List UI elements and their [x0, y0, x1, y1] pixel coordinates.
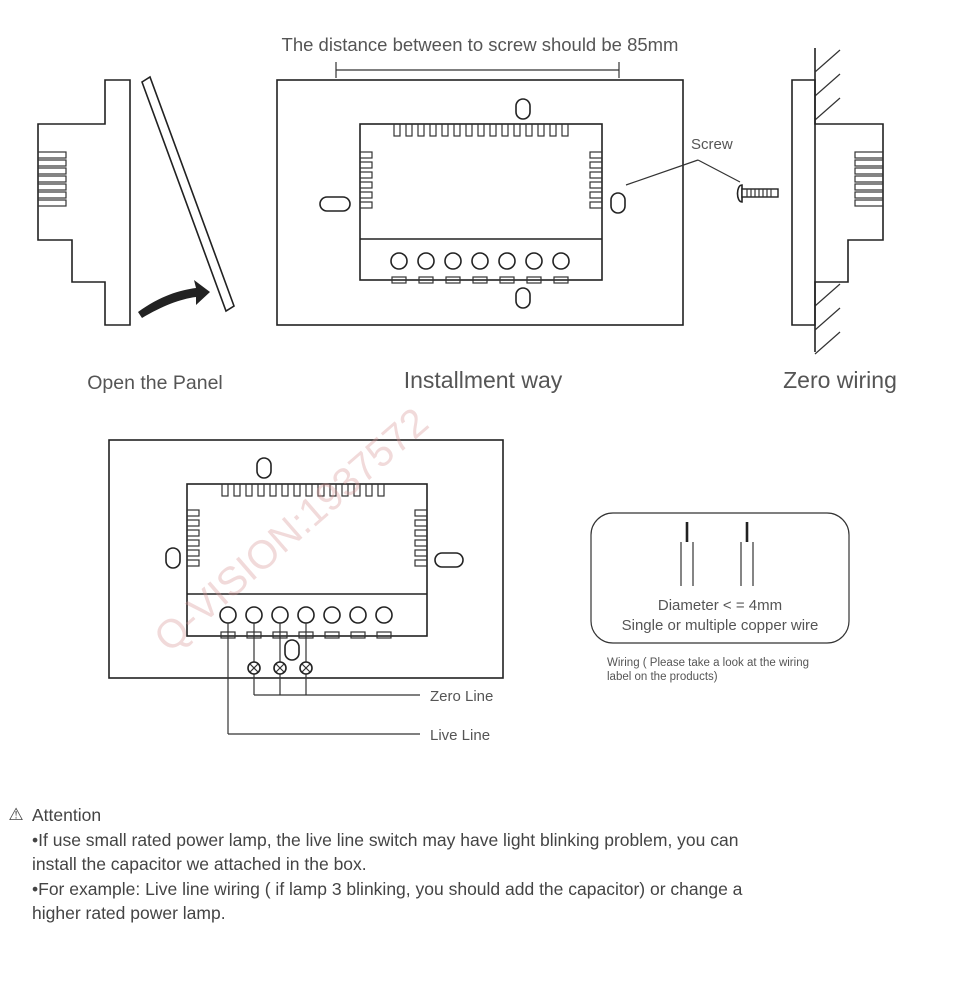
- caption-open-panel: Open the Panel: [87, 372, 223, 394]
- screw-icon: [736, 184, 779, 203]
- wiring-right-pins: [414, 509, 428, 567]
- wall-hatching: [814, 49, 841, 355]
- warning-triangle-icon: ⚠: [8, 805, 24, 824]
- attention-title: Attention: [32, 805, 102, 825]
- wiring-note-line2: label on the products): [607, 671, 718, 683]
- open-panel-figure: [37, 75, 235, 326]
- left-pins: [359, 151, 373, 209]
- zero-wiring-figure: [791, 48, 884, 355]
- wire-lines: [227, 623, 420, 735]
- wire-icon-right: [740, 522, 754, 586]
- wiring-screw-holes: [165, 457, 464, 661]
- caption-zero-wiring: Zero wiring: [783, 367, 897, 393]
- wire-spec-box: [590, 512, 850, 644]
- attention-line-4: higher rated power lamp.: [32, 903, 226, 923]
- attention-line-3: •For example: Live line wiring ( if lamp…: [32, 878, 743, 899]
- side-connector-left: [37, 151, 67, 207]
- wire-type-label: Single or multiple copper wire: [622, 617, 819, 634]
- tilted-front-panel: [141, 75, 235, 313]
- wire-connector-icons: [247, 661, 313, 675]
- installment-figure: [276, 62, 779, 326]
- screw-label: Screw: [691, 136, 733, 153]
- distance-note: The distance between to screw should be …: [282, 34, 679, 55]
- wire-spec-figure: [590, 512, 850, 644]
- open-arrow-icon: [138, 280, 210, 318]
- live-line-label: Live Line: [430, 727, 490, 744]
- caption-install-way: Installment way: [404, 367, 563, 393]
- terminal-circles: [390, 252, 570, 270]
- wiring-terminal-circles: [219, 606, 393, 624]
- wiring-figure: [108, 439, 504, 735]
- screw-leader-line: [625, 159, 699, 186]
- side-connector-right: [854, 151, 884, 207]
- diameter-label: Diameter < = 4mm: [658, 597, 782, 614]
- attention-line-1: •If use small rated power lamp, the live…: [32, 829, 739, 850]
- attention-line-2: install the capacitor we attached in the…: [32, 854, 367, 874]
- wiring-note-line1: Wiring ( Please take a look at the wirin…: [607, 657, 809, 669]
- zero-line-label: Zero Line: [430, 688, 493, 705]
- screw-holes: [319, 98, 626, 309]
- bottom-tabs: [391, 276, 569, 284]
- wiring-top-pins: [221, 483, 385, 497]
- wire-icon-left: [680, 522, 694, 586]
- attention-section: ⚠ Attention •If use small rated power la…: [6, 803, 946, 926]
- top-pins: [393, 123, 569, 137]
- right-pins: [589, 151, 603, 209]
- wiring-left-pins: [186, 509, 200, 567]
